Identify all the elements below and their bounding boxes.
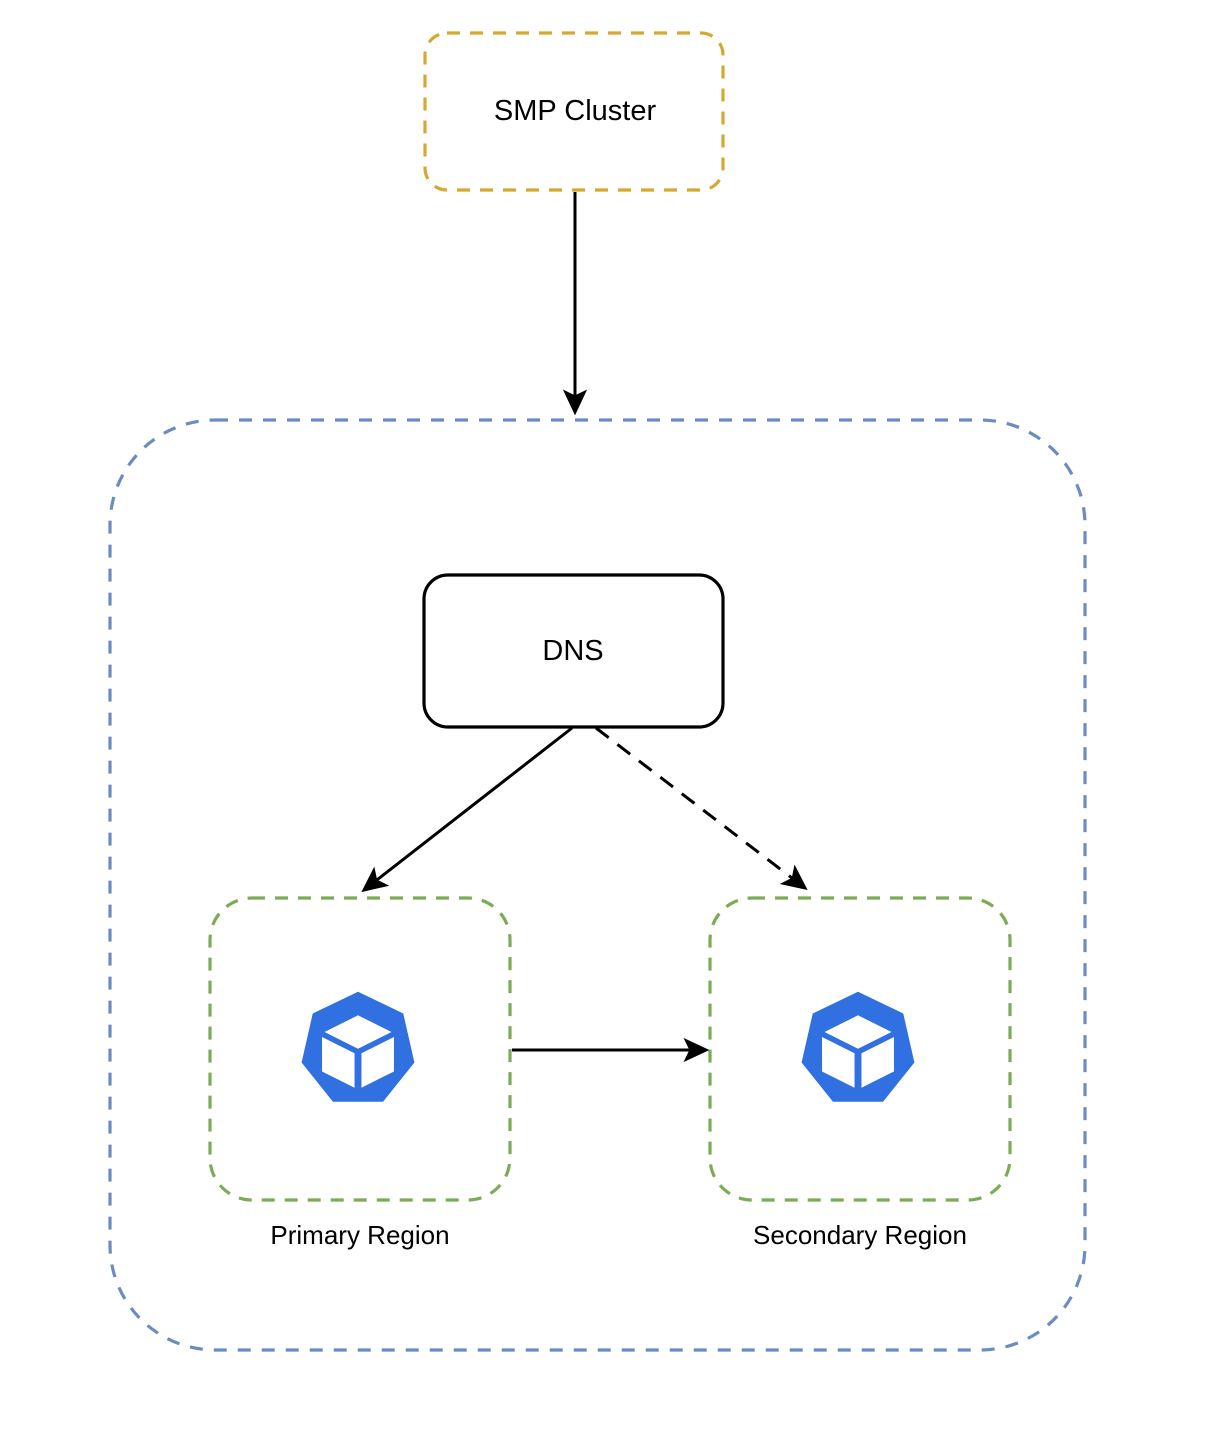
edge-dns-to-secondary <box>595 726 808 891</box>
smp-cluster-box[interactable] <box>423 31 725 192</box>
kubernetes-icon <box>801 991 915 1102</box>
cloud-boundary-box <box>108 418 1087 1352</box>
dns-label: DNS <box>542 635 604 667</box>
kubernetes-icon <box>301 991 415 1102</box>
dns-box[interactable] <box>422 573 725 729</box>
edge-dns-to-primary <box>361 726 573 893</box>
primary-region-label: Primary Region <box>270 1220 450 1250</box>
smp-cluster-label: SMP Cluster <box>493 95 657 127</box>
secondary-region-label: Secondary Region <box>753 1220 967 1250</box>
